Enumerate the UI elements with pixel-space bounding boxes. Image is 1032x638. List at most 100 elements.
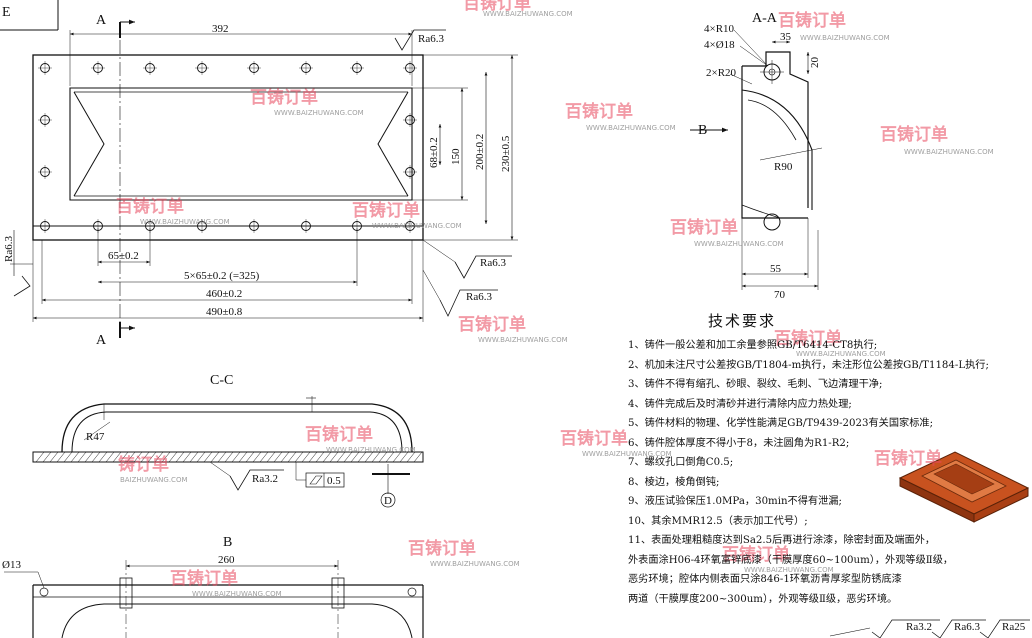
flatness-value: 0.5 xyxy=(327,475,341,487)
requirement-item: 恶劣环境；腔体内侧表面只涂846-1环氧沥青厚浆型防锈底漆 xyxy=(628,574,902,585)
requirements-list: 1、铸件一般公差和加工余量参照GB/T6414-CT8执行;2、机加未注尺寸公差… xyxy=(628,336,989,609)
hatch-line xyxy=(273,451,283,463)
bolt-hole-centerline xyxy=(195,61,209,75)
bolt-hole-centerline xyxy=(403,219,417,233)
hatch-line xyxy=(224,451,234,463)
dim-hole-pitch: 65±0.2 xyxy=(108,250,139,262)
bolt-hole-centerline xyxy=(38,61,52,75)
bottom-roughness-marks xyxy=(829,619,1030,638)
hatch-line xyxy=(378,451,388,463)
dim-4phi18: 4×Ø18 xyxy=(704,39,735,51)
title-block-fragment: E xyxy=(0,0,59,31)
bolt-hole-centerline xyxy=(247,61,261,75)
hatch-line xyxy=(357,451,367,463)
hatch-line xyxy=(35,451,45,463)
svg-text:百铸订单: 百铸订单 xyxy=(778,10,846,31)
hatch-line xyxy=(168,451,178,463)
bottom-ra-3: Ra25 xyxy=(1002,621,1026,633)
hatch-line xyxy=(259,451,269,463)
hatch-line xyxy=(280,451,290,463)
hatch-line xyxy=(231,451,241,463)
title-fragment-text: E xyxy=(2,5,11,20)
view-arrow-b-label: B xyxy=(698,123,707,138)
dim-460: 460±0.2 xyxy=(206,288,242,300)
plan-view-labels: A A 392 65±0.2 5×65±0.2 (=325) 460±0.2 4… xyxy=(3,13,512,348)
svg-text:百铸订单: 百铸订单 xyxy=(170,568,238,589)
hatch-line xyxy=(161,451,171,463)
hatch-line xyxy=(308,451,318,463)
hatch-line xyxy=(119,451,129,463)
svg-text:WWW.BAIZHUWANG.COM: WWW.BAIZHUWANG.COM xyxy=(744,566,834,574)
dim-pitch-total: 5×65±0.2 (=325) xyxy=(184,270,260,282)
hatch-line xyxy=(336,451,346,463)
svg-text:WWW.BAIZHUWANG.COM: WWW.BAIZHUWANG.COM xyxy=(274,109,364,117)
section-aa-view xyxy=(690,29,823,290)
bolt-hole-centerline xyxy=(403,113,417,127)
section-cc-labels: C-C R47 Ra3.2 0.5 D xyxy=(86,373,392,507)
hatch-line xyxy=(392,451,402,463)
svg-text:百铸订单: 百铸订单 xyxy=(408,538,476,559)
bolt-hole-centerline xyxy=(403,61,417,75)
requirement-item: 11、表面处理粗糙度达到Sa2.5后再进行涂漆，除密封面及端面外， xyxy=(628,535,936,546)
hatch-line xyxy=(364,451,374,463)
hatch-line xyxy=(385,451,395,463)
hatch-line xyxy=(63,451,73,463)
dim-r47: R47 xyxy=(86,431,105,443)
hatch-line xyxy=(252,451,262,463)
ra-left: Ra6.3 xyxy=(3,236,15,262)
technical-requirements: 技术要求 1、铸件一般公差和加工余量参照GB/T6414-CT8执行;2、机加未… xyxy=(628,310,1023,610)
bolt-hole-centerline xyxy=(299,61,313,75)
bolt-hole-centerline xyxy=(91,61,105,75)
hatch-line xyxy=(77,451,87,463)
svg-text:WWW.BAIZHUWANG.COM: WWW.BAIZHUWANG.COM xyxy=(140,218,230,226)
plan-view xyxy=(10,19,518,338)
svg-text:WWW.BAIZHUWANG.COM: WWW.BAIZHUWANG.COM xyxy=(586,124,676,132)
section-cc-title: C-C xyxy=(210,373,233,388)
hatch-line xyxy=(49,451,59,463)
dim-4r10: 4×R10 xyxy=(704,23,735,35)
svg-text:WWW.BAIZHUWANG.COM: WWW.BAIZHUWANG.COM xyxy=(483,10,573,18)
section-marker-a-bottom: A xyxy=(96,333,107,348)
requirement-item: 外表面涂H06-4环氧富锌底漆（干膜厚度60~100um），外观等级Ⅱ级， xyxy=(628,554,954,566)
svg-text:百铸订单: 百铸订单 xyxy=(880,124,948,145)
bolt-hole-centerline xyxy=(299,219,313,233)
svg-text:WWW.BAIZHUWANG.COM: WWW.BAIZHUWANG.COM xyxy=(800,34,890,42)
svg-text:百铸订单: 百铸订单 xyxy=(774,328,842,349)
dim-20: 20 xyxy=(809,57,821,69)
watermark: 百铸订单 WWW.BAIZHUWANG.COM xyxy=(565,101,676,132)
svg-text:百铸订单: 百铸订单 xyxy=(565,101,633,122)
section-marker-a-top: A xyxy=(96,13,107,28)
hatch-line xyxy=(175,451,185,463)
svg-text:铸订单: 铸订单 xyxy=(118,454,169,475)
requirement-item: 6、铸件腔体厚度不得小于8，未注圆角为R1-R2; xyxy=(628,437,850,449)
dim-392: 392 xyxy=(212,23,229,35)
hatch-line xyxy=(322,451,332,463)
requirement-item: 8、棱边，棱角倒钝; xyxy=(628,476,720,488)
ra-cc: Ra3.2 xyxy=(252,473,278,485)
hatch-line xyxy=(350,451,360,463)
hatch-line xyxy=(91,451,101,463)
hatch-line xyxy=(210,451,220,463)
dim-68: 68±0.2 xyxy=(428,137,440,168)
bolt-hole-centerline xyxy=(38,113,52,127)
hatch-line xyxy=(287,451,297,463)
bottom-ra-2: Ra6.3 xyxy=(954,621,980,633)
ra-bottom: Ra6.3 xyxy=(466,291,492,303)
casting-3d-render xyxy=(898,451,1030,523)
bolt-hole-centerline xyxy=(38,219,52,233)
ra-top: Ra6.3 xyxy=(418,33,444,45)
dim-35: 35 xyxy=(780,31,792,43)
svg-text:WWW.BAIZHUWANG.COM: WWW.BAIZHUWANG.COM xyxy=(904,148,994,156)
svg-text:百铸订单: 百铸订单 xyxy=(116,196,184,217)
requirement-item: 2、机加未注尺寸公差按GB/T1804-m执行，未注形位公差按GB/T1184-… xyxy=(628,359,989,371)
bolt-hole-centerline xyxy=(38,165,52,179)
section-aa-title: A-A xyxy=(752,11,778,26)
